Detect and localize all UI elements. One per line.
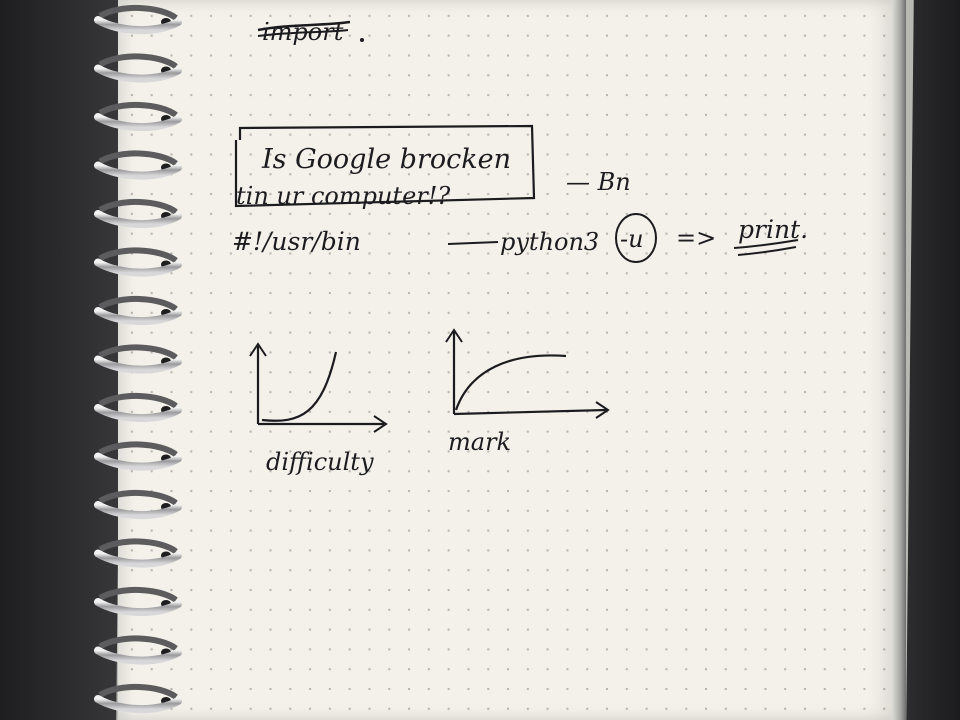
spiral-coil-back [98,393,178,409]
graph2-label: mark [448,428,511,456]
spiral-coil-back [98,150,178,167]
dot-mark [360,38,364,42]
implies-text: => [676,224,716,252]
spiral-coil [94,53,182,83]
graph1-x-arrow [373,415,388,433]
print-underline [733,239,799,256]
spiral-coil-front [94,307,182,325]
spiral-coil-front [94,355,182,374]
spiral-coils [94,5,182,713]
graph1-curve [261,351,338,422]
strike-through-2 [257,29,349,37]
spiral-coil-back [98,538,178,555]
shebang-text: #!/usr/bin [232,227,361,256]
print-text: print. [738,215,808,244]
spiral-coil [94,635,182,665]
graph1-label: difficulty [266,448,374,476]
graph2-curve [454,354,567,411]
spiral-coil-back [98,587,178,603]
spiral-coil-back [98,490,178,506]
spiral-coil-back [98,635,178,652]
spiral-coil [94,587,182,616]
spiral-coil [94,102,182,131]
spiral-coil [94,344,182,374]
page-edge [892,0,906,720]
spiral-coil-front [94,549,182,568]
spiral-coil-back [98,199,178,215]
spiral-coil [94,296,182,325]
spiral-coil-back [98,684,178,700]
spiral-coil-front [94,16,182,34]
spiral-coil [94,538,182,568]
quote-box [234,124,536,208]
notebook-page [118,0,896,720]
spiral-coil [94,490,182,519]
mark-graph: mark [445,328,610,456]
spiral-coil-back [98,53,178,70]
spiral-coil-front [94,695,182,713]
quote-line-2: tin ur computer!? [236,182,450,210]
spiral-coil-back [98,296,178,312]
spiral-binding [94,5,182,713]
spiral-coil-front [94,113,182,131]
spiral-coil [94,199,182,228]
flag-circle [615,213,657,263]
difficulty-graph: difficulty [249,342,388,476]
spiral-coil-back [98,102,178,118]
spiral-coil-front [94,210,182,228]
spiral-coil-back [98,5,178,21]
spiral-coil [94,393,182,422]
spiral-coil [94,150,182,180]
spiral-coil-front [94,404,182,422]
spiral-coil-back [98,344,178,361]
flag-text: -u [620,225,644,253]
spiral-coil-back [98,247,178,264]
strike-through [257,20,351,32]
spiral-coil [94,5,182,34]
spiral-coil-front [94,646,182,665]
quote-line-1: Is Google brocken [261,144,511,175]
graph2-x-arrow [595,401,610,419]
spiral-coil-front [94,452,182,471]
graph1-y-arrow [249,342,267,357]
spiral-coil-front [94,161,182,180]
spiral-coil-front [94,501,182,519]
spiral-coil [94,441,182,471]
graph2-y-arrow [445,328,463,343]
spiral-coil-front [94,64,182,83]
spiral-coil-front [94,598,182,616]
spiral-coil [94,684,182,713]
quote-attribution: — Bn [566,168,631,196]
spiral-coil-back [98,441,178,458]
graph2-x-axis [453,408,607,416]
arrow-line [447,241,499,245]
spiral-coil-front [94,258,182,277]
python-text: python3 [500,228,599,256]
spiral-coil [94,247,182,277]
